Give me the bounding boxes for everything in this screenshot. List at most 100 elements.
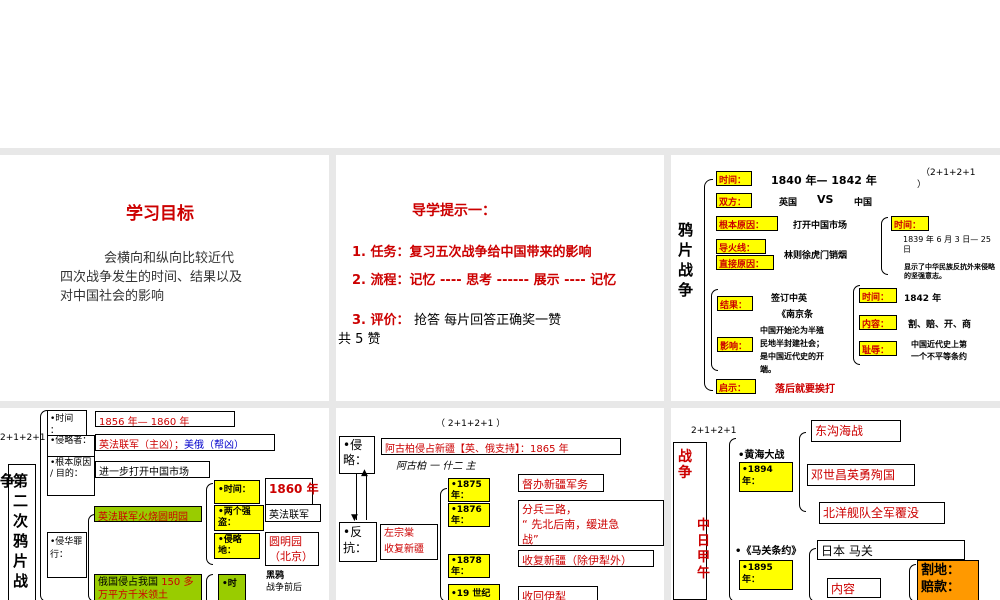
slide3-content-value: 割、赔、开、商 <box>908 320 972 330</box>
slide3-effect-value-3: 是中国近代史的开 <box>760 352 824 361</box>
slide5-y1876-box: 分兵三路， “ 先北后南，缓进急 战” <box>518 500 664 546</box>
slide3-right-brace <box>881 217 888 275</box>
slide5-y1875-value: 督办新疆军务 <box>518 474 604 492</box>
slide4-invader-value-b: 美俄（帮凶） <box>184 440 244 451</box>
slide3-right-time-value: 1839 年 6 月 3 日— 25 日 <box>903 235 991 254</box>
slide5-arrow-up <box>366 474 367 520</box>
slide3-effect-label: 影响： <box>717 337 753 352</box>
slide6-score: 2+1+2+1 <box>691 426 737 436</box>
slide-opium-war[interactable]: （2+1+2+1 ） 鸦 片 战 争 时间： 1840 年— 1842 年 双方… <box>671 155 1000 401</box>
slide3-effect-value-1: 中国开始沦为半殖 <box>760 326 824 335</box>
slide3-shame-label: 耻辱： <box>859 341 897 356</box>
slide5-y1876-value-2: “ 先北后南，缓进急 <box>522 518 620 531</box>
slide3-right-time-label: 时间： <box>891 216 929 231</box>
slide4-crime2: 俄国侵占我国 150 多 万平方千米领土 <box>94 574 202 600</box>
slide4-sub-time-value: 1860 年 <box>265 478 319 508</box>
slide2-eval-label: 3. 评价： <box>352 313 410 328</box>
slide4-crime-label-box <box>47 532 87 578</box>
slide4-vtitle-3: 次 <box>13 512 29 530</box>
slide4-crime-label: •侵华罪行： <box>50 537 83 560</box>
slide6-content-brace <box>909 564 916 600</box>
slide1-line-1: 会横向和纵向比较近代 <box>104 251 235 266</box>
slide2-title: 导学提示一： <box>412 203 496 219</box>
slide3-time-value: 1840 年— 1842 年 <box>771 174 877 187</box>
slide6-battle3: 北洋舰队全军覆没 <box>819 502 945 524</box>
slide5-resist-label: •反抗： <box>339 522 377 562</box>
slide4-vtitle-1: 第 <box>13 472 29 490</box>
slide5-invade-value: 阿古柏侵占新疆【英、俄支持】：1865 年 <box>381 438 621 455</box>
slide4-crime-brace <box>88 514 95 600</box>
slide4-root-label-box <box>47 456 95 496</box>
slide3-lower-brace <box>711 289 718 371</box>
slide4-crime2-b: 150 多 <box>161 577 194 588</box>
slide4-sub-time2: •时 <box>218 574 246 600</box>
slide3-lesson-value: 落后就要挨打 <box>775 384 835 395</box>
slide4-sub-strong: •两个强盗： <box>214 505 264 531</box>
slide6-content: 内容 <box>827 578 881 598</box>
slide3-vtitle-2: 片 <box>678 241 694 259</box>
slide4-crime2-a: 俄国侵占我国 <box>98 577 158 588</box>
vertical-separator-1 <box>329 148 336 600</box>
slide3-result-value-2: 《南京条 <box>777 310 814 320</box>
slide5-y1876-value-1: 分兵三路， <box>522 503 577 516</box>
slide6-treaty-brace <box>809 548 816 600</box>
slide3-vtitle-4: 争 <box>678 281 694 299</box>
slide4-score: 2+1+2+1 <box>0 433 46 443</box>
slide3-time2-label: 时间： <box>859 288 897 303</box>
slide4-root-value: 进一步打开中国市场 <box>95 461 210 478</box>
slide4-sub-place-value-2: （北京） <box>269 550 313 563</box>
slide5-invade-label: •侵略： <box>339 436 375 474</box>
slide5-arrow-up-head: ▲ <box>361 468 368 478</box>
slide3-main-brace <box>704 179 713 391</box>
slide-xinjiang[interactable]: （ 2+1+2+1 ） •侵略： 阿古柏侵占新疆【英、俄支持】：1865 年 阿… <box>336 408 664 600</box>
slide4-invader-value-a: 英法联军（主凶）； <box>99 440 184 451</box>
slide2-eval-total: 共 5 赞 <box>338 332 381 347</box>
slide3-vtitle-1: 鸦 <box>678 221 694 239</box>
slide-second-opium-war[interactable]: 2+1+2+1 争 第 二 次 鸦 片 战 •时间 ： 1856 年— 1860… <box>0 408 329 600</box>
slide3-shame-value-1: 中国近代史上第 <box>911 340 967 349</box>
slide5-y1875: •1875 年： <box>448 478 490 502</box>
top-separator <box>0 148 1000 155</box>
slide6-battle2: 邓世昌英勇殉国 <box>807 464 915 486</box>
slide5-main-brace <box>440 488 447 600</box>
slide4-war-prefix: 争 <box>0 472 16 490</box>
slide6-y1895: •1895 年： <box>739 560 793 590</box>
slide-sino-japanese-war[interactable]: 2+1+2+1 战 争 中 日 甲 午 •黄海大战 •1894 年： 东沟海战 … <box>671 408 1000 600</box>
slide5-y19: •19 世纪 <box>448 584 500 600</box>
slide2-eval-text: 抢答 每片回答正确奖一赞 <box>414 313 562 328</box>
slide4-invader-label: •侵略者： <box>50 436 92 446</box>
slide4-invader-value: 英法联军（主凶）；美俄（帮凶） <box>95 434 275 451</box>
slide3-effect-value-2: 民地半封建社会； <box>760 339 824 348</box>
slide3-result-value-1: 签订中英 <box>771 294 808 304</box>
slide4-side-note-2: 战争前后 <box>266 583 303 593</box>
slide6-indemnity: 赔款： <box>921 580 961 595</box>
slide4-sub-strong-value: 英法联军 <box>265 504 321 522</box>
slide3-root-label: 根本原因： <box>716 216 778 231</box>
slide3-sides-a: 英国 <box>779 198 798 208</box>
slide2-flow: 2. 流程：记忆 ---- 思考 ------ 展示 ---- 记忆 <box>352 273 617 288</box>
slide4-crime2-c: 万平方千米领土 <box>98 590 168 600</box>
slide6-vtitle-b1: 中 <box>697 518 711 533</box>
slide4-sub2-brace <box>206 574 213 600</box>
slide4-crime1: 英法联军火烧圆明园 <box>94 506 202 523</box>
slide6-treaty-label: •《马关条约》 <box>735 546 802 557</box>
slide3-direct-label: 直接原因： <box>716 255 774 270</box>
slide6-battle-label: •黄海大战 <box>738 450 785 461</box>
slide4-sub-place-value-1: 圆明园 <box>269 535 302 548</box>
vertical-separator-2 <box>664 148 671 600</box>
slide5-arrow-down <box>356 474 357 520</box>
slide-learning-goals[interactable]: 学习目标 会横向和纵向比较近代 四次战争发生的时间、结果以及 对中国社会的影响 <box>0 155 329 401</box>
slide6-main-brace <box>729 438 736 600</box>
slide3-treaty-brace <box>853 285 860 365</box>
slide5-score: （ 2+1+2+1 ） <box>436 419 506 429</box>
slide4-time-label-colon: ： <box>50 426 60 436</box>
slide3-fuse-label: 导火线： <box>716 239 766 254</box>
slide1-line-3: 对中国社会的影响 <box>60 289 165 304</box>
slide6-cede-box: 割地： 赔款： <box>917 560 979 600</box>
slide3-lesson-label: 启示： <box>716 379 756 394</box>
slide3-effect-value-4: 端。 <box>760 365 776 374</box>
slide-guide-hints[interactable]: 导学提示一： 1. 任务：复习五次战争给中国带来的影响 2. 流程：记忆 ---… <box>336 155 664 401</box>
slide6-vtitle-b2: 日 <box>697 534 711 549</box>
slide6-y1894: •1894 年： <box>739 462 793 492</box>
middle-separator <box>0 401 1000 408</box>
